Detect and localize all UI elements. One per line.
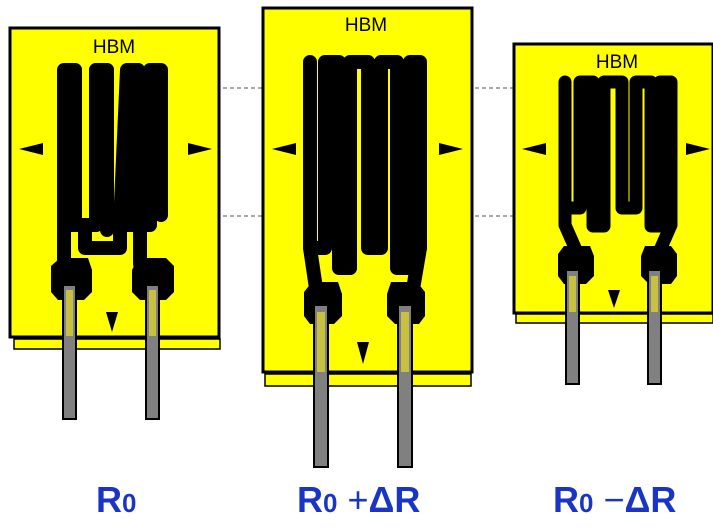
gauge-r0-minus: HBM — [512, 42, 713, 385]
lead-wire-core — [651, 276, 658, 312]
measuring-grid — [558, 201, 678, 257]
lead-wire-core — [401, 312, 409, 372]
lead-wire-core — [317, 312, 325, 372]
gauge-brand: HBM — [345, 15, 387, 36]
caption-symbol: R — [297, 479, 323, 520]
gauge-brand: HBM — [596, 52, 638, 73]
gauge-shadow — [264, 373, 472, 387]
caption-subscript: 0 — [122, 488, 137, 518]
caption-operator: + — [347, 479, 369, 520]
alignment-arrow-left — [272, 143, 296, 155]
caption-r0-plus: R0 +ΔR — [297, 478, 420, 525]
alignment-arrow-right — [686, 143, 710, 155]
caption-r0-minus: R0 −ΔR — [553, 478, 676, 525]
caption-delta: ΔR — [368, 479, 421, 520]
measuring-grid — [68, 63, 168, 232]
lead-wire-core — [66, 290, 73, 336]
caption-subscript: 0 — [323, 488, 338, 518]
grid-pad — [387, 282, 425, 324]
gauge-shadow — [13, 338, 221, 350]
measuring-grid — [343, 55, 427, 275]
lead-wire-core — [149, 290, 156, 336]
grid-pad — [132, 258, 174, 300]
lead-wire-core — [569, 276, 576, 312]
caption-operator: − — [603, 479, 625, 520]
caption-symbol: R — [96, 479, 122, 520]
caption-r0: R0 — [96, 478, 136, 525]
alignment-arrow-bottom — [106, 312, 118, 332]
alignment-arrow-left — [522, 143, 546, 155]
gauge-r0: HBM — [8, 26, 221, 420]
alignment-arrow-right — [188, 143, 212, 155]
alignment-arrow-left — [19, 143, 43, 155]
gauge-brand: HBM — [93, 37, 135, 58]
caption-delta: ΔR — [624, 479, 677, 520]
alignment-arrow-bottom — [608, 290, 620, 308]
caption-symbol: R — [553, 479, 579, 520]
caption-subscript: 0 — [579, 488, 594, 518]
measuring-grid — [558, 75, 678, 233]
alignment-arrow-bottom — [357, 342, 369, 364]
gauge-backing — [512, 42, 713, 315]
grid-pad — [51, 258, 92, 300]
alignment-arrow-right — [439, 143, 463, 155]
gauge-shadow — [515, 313, 713, 324]
gauge-backing — [8, 26, 221, 339]
gauge-r0-plus: HBM — [261, 6, 474, 468]
